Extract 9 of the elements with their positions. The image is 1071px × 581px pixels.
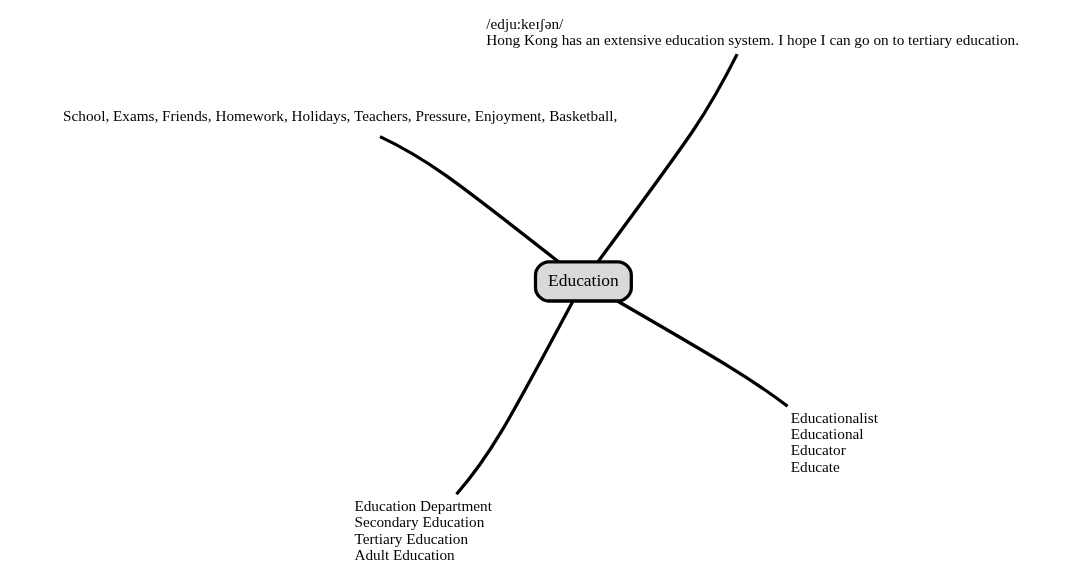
connector (454, 300, 574, 496)
node-text: Educationalist Educational Educator Educate (790, 408, 878, 475)
node-text: Education Department Secondary Education Tertiary Education Adult Education (353, 497, 492, 564)
connector (378, 135, 559, 263)
connector (596, 53, 739, 263)
connector (616, 299, 788, 408)
node-text: School, Exams, Friends, Homework, Holidays, Teachers, Pressure, Enjoyment, Basketball, (62, 107, 617, 125)
node-text: /edju:keɪʃən/ Hong Kong has an extensive education system. I hope I can go on to tertiary education. (485, 15, 1019, 49)
node-box: Education (533, 260, 633, 303)
